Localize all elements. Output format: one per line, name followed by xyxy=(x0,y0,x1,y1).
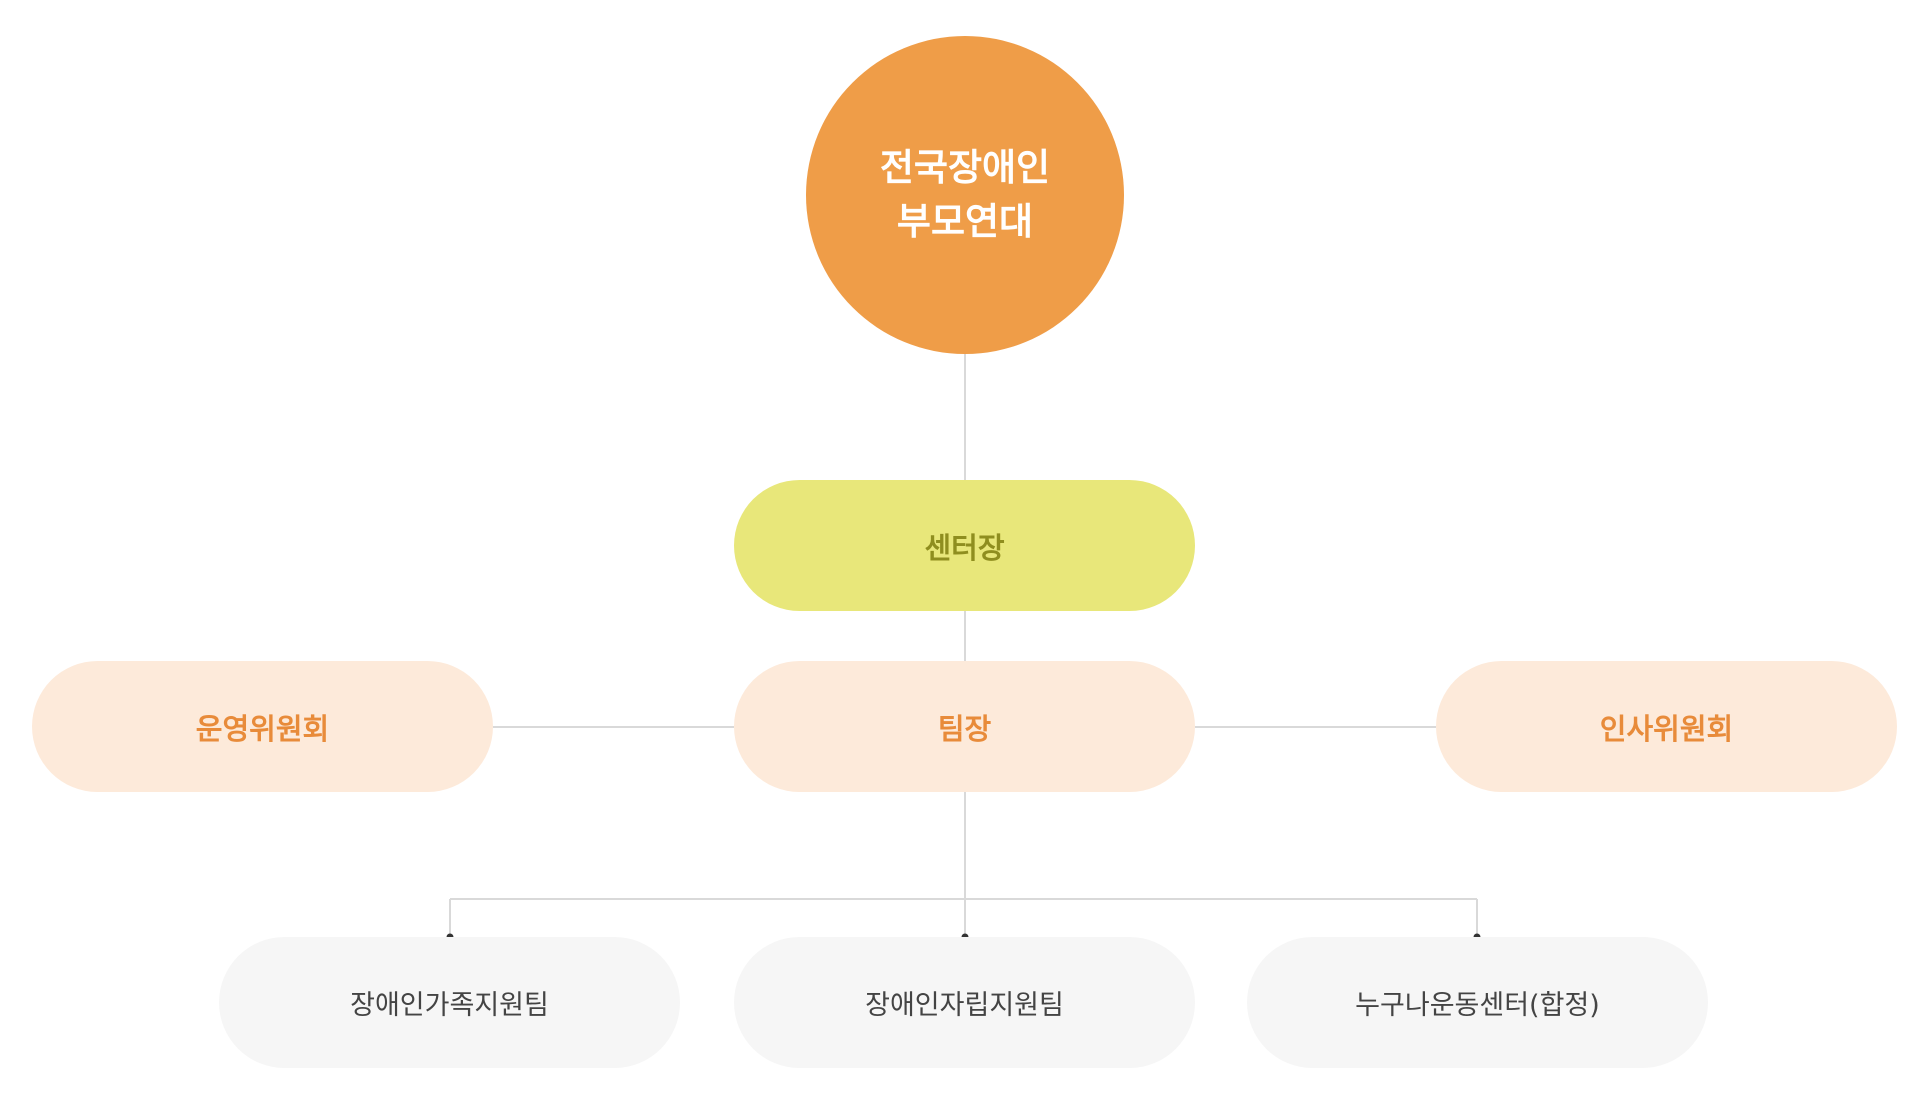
root-title-line2: 부모연대 xyxy=(896,200,1034,243)
root-node-organization: 전국장애인 부모연대 xyxy=(806,36,1124,354)
node-independence-support-team: 장애인자립지원팀 xyxy=(734,937,1195,1068)
team-lead-label: 팀장 xyxy=(937,711,992,746)
family-support-team-label: 장애인가족지원팀 xyxy=(350,990,549,1021)
node-sports-center: 누구나운동센터(합정) xyxy=(1247,937,1708,1068)
sports-center-label: 누구나운동센터(합정) xyxy=(1355,990,1600,1021)
hr-committee-label: 인사위원회 xyxy=(1599,711,1734,746)
node-team-lead: 팀장 xyxy=(734,661,1195,792)
director-label: 센터장 xyxy=(924,530,1005,565)
independence-support-team-label: 장애인자립지원팀 xyxy=(865,990,1064,1021)
node-hr-committee: 인사위원회 xyxy=(1436,661,1897,792)
node-operations-committee: 운영위원회 xyxy=(32,661,493,792)
node-director: 센터장 xyxy=(734,480,1195,611)
operations-committee-label: 운영위원회 xyxy=(195,711,330,746)
root-title-line1: 전국장애인 xyxy=(879,146,1051,189)
node-family-support-team: 장애인가족지원팀 xyxy=(219,937,680,1068)
